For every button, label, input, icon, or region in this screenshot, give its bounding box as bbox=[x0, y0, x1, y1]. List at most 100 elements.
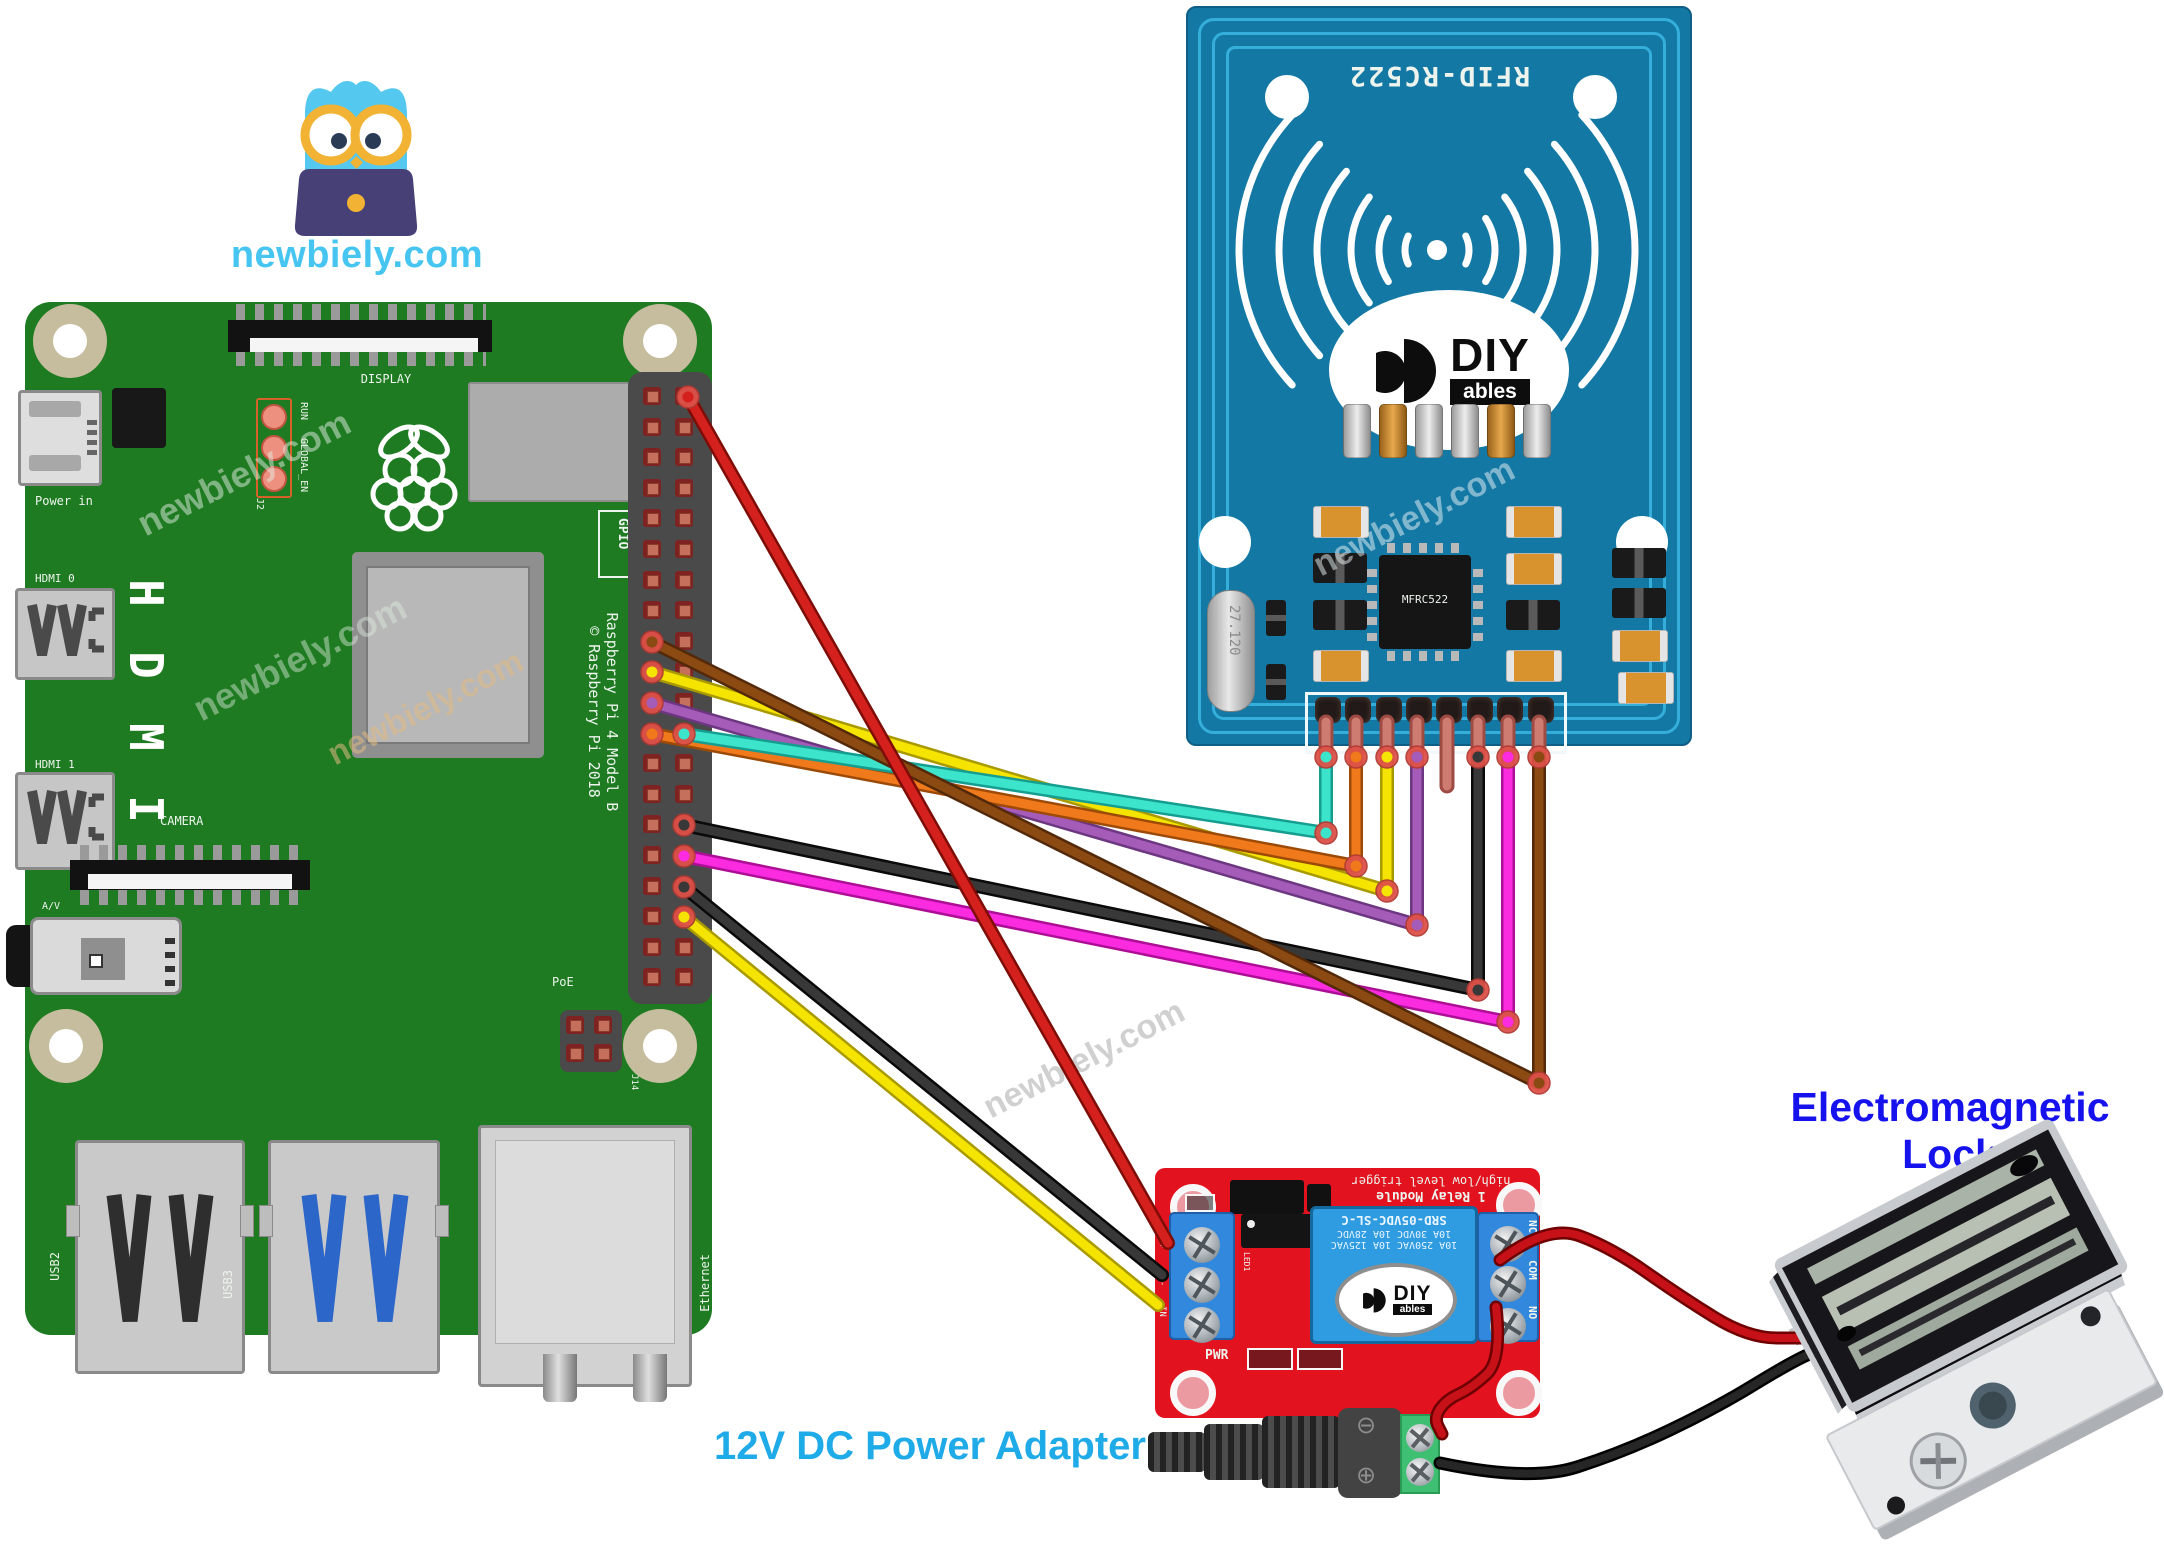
wire-black-relay bbox=[672, 875, 1169, 1282]
relay-title: 1 Relay Module high/low level trigger bbox=[1351, 1174, 1511, 1203]
rfid-pin bbox=[1406, 697, 1432, 723]
relay-cube: 10A 250VAC 10A 125VAC 10A 30VDC 10A 28VD… bbox=[1310, 1206, 1478, 1344]
hdmi-letter: D bbox=[118, 651, 173, 679]
run-label: RUN bbox=[298, 402, 309, 421]
gpio-pin bbox=[643, 601, 661, 620]
gpio-pin bbox=[643, 876, 661, 895]
smd-component bbox=[1313, 650, 1369, 682]
crystal-oscillator: 27.120 bbox=[1207, 590, 1255, 712]
av-label: A/V bbox=[42, 901, 61, 912]
gpio-pin bbox=[643, 478, 661, 497]
rfid-top-hole bbox=[1265, 75, 1309, 119]
wire-black-rfid bbox=[672, 745, 1490, 1002]
gpio-pin bbox=[675, 876, 693, 895]
rfid-bottom-hole bbox=[1199, 516, 1251, 568]
gpio-pin bbox=[643, 815, 661, 834]
smd-component bbox=[1185, 1194, 1215, 1212]
gpio-pin bbox=[643, 723, 661, 742]
display-connector-pins bbox=[236, 352, 486, 366]
power-in-port bbox=[18, 390, 102, 486]
lock-label: Electromagnetic Lock bbox=[1790, 1084, 2110, 1177]
usb3-label: USB3 bbox=[221, 1270, 235, 1299]
dc-minus-label: DC- bbox=[1157, 1270, 1167, 1287]
dc-plug-grip bbox=[1262, 1416, 1340, 1488]
mfrc522-label: MFRC522 bbox=[1401, 593, 1449, 606]
smd-component bbox=[1612, 588, 1666, 618]
relay-input-terminal bbox=[1169, 1212, 1235, 1343]
smd-component bbox=[1266, 664, 1286, 700]
gpio-pin bbox=[643, 937, 661, 956]
smd-component bbox=[1313, 553, 1367, 583]
gpio-pin bbox=[675, 601, 693, 620]
gpio-pin bbox=[675, 754, 693, 773]
pi-mount-hole bbox=[29, 1009, 103, 1083]
capacitor bbox=[1343, 404, 1371, 458]
smd-component bbox=[1266, 600, 1286, 636]
hdmi1-port bbox=[15, 772, 115, 870]
camera-connector-pins bbox=[80, 845, 300, 860]
ables-text: ables bbox=[1450, 378, 1530, 405]
gpio-pin bbox=[643, 662, 661, 681]
rfid-pin bbox=[1345, 697, 1371, 723]
gpio-pin bbox=[675, 693, 693, 711]
gpio-pin bbox=[643, 570, 661, 589]
hdmi0-port bbox=[15, 588, 115, 680]
gpio-pin bbox=[643, 784, 661, 803]
gpio-pin bbox=[675, 448, 693, 467]
rfid-pin bbox=[1436, 697, 1462, 723]
capacitor bbox=[1487, 404, 1515, 458]
gpio-pin bbox=[643, 693, 661, 711]
led1-label: LED1 bbox=[1242, 1252, 1251, 1272]
display-connector-pins bbox=[236, 304, 486, 320]
com-label: COM bbox=[1526, 1260, 1539, 1280]
wire-yellow-relay bbox=[672, 905, 1165, 1312]
gpio-pin bbox=[675, 417, 693, 436]
smd-component bbox=[1506, 600, 1560, 630]
gpio-pin bbox=[643, 907, 661, 926]
rfid-pin bbox=[1497, 697, 1523, 723]
wire-orange bbox=[640, 722, 1368, 878]
diyables-glyph bbox=[1376, 339, 1437, 403]
owl-logo bbox=[294, 80, 418, 236]
usb3-port bbox=[259, 1140, 449, 1374]
nc-label: NC bbox=[1526, 1220, 1539, 1234]
hdmi-letter: H bbox=[118, 579, 173, 607]
camera-label: CAMERA bbox=[160, 814, 204, 828]
relay-ratings: 10A 250VAC 10A 125VAC 10A 30VDC 10A 28VD… bbox=[1330, 1213, 1458, 1250]
dc-plug-neck bbox=[1204, 1424, 1264, 1480]
camera-connector-latch bbox=[88, 874, 292, 889]
gpio-pin bbox=[675, 631, 693, 650]
gpio-pin bbox=[643, 448, 661, 467]
pi-mount-hole bbox=[33, 304, 107, 378]
gpio-pin bbox=[675, 570, 693, 589]
capacitor bbox=[1415, 404, 1443, 458]
gpio-pin bbox=[675, 662, 693, 681]
mfrc522-chip: MFRC522 bbox=[1367, 543, 1483, 661]
optocoupler-chip bbox=[1241, 1214, 1313, 1248]
j2-label: J2 bbox=[254, 498, 265, 511]
raspberry-pi-board: DISPLAY Power in RUN GLOBAL_EN J2 GPIO R… bbox=[6, 302, 712, 1402]
ethernet-label: Ethernet bbox=[698, 1254, 712, 1312]
rfid-top-hole bbox=[1573, 75, 1617, 119]
poe-label: PoE bbox=[552, 975, 574, 989]
smd-component bbox=[1297, 1348, 1343, 1370]
adapter-label: 12V DC Power Adapter bbox=[714, 1424, 1146, 1468]
smd-component bbox=[1506, 650, 1562, 682]
gpio-pin bbox=[643, 540, 661, 558]
no-label: NO bbox=[1526, 1306, 1539, 1320]
pwr-label: PWR bbox=[1205, 1348, 1229, 1363]
header-pin bbox=[566, 1044, 584, 1062]
pmic-chip bbox=[112, 388, 166, 448]
header-pin bbox=[594, 1044, 612, 1062]
capacitor bbox=[1451, 404, 1479, 458]
smd-component bbox=[1612, 630, 1668, 662]
rfid-pin bbox=[1376, 697, 1402, 723]
polarity-plus: ⊕ bbox=[1356, 1462, 1377, 1489]
gpio-pin bbox=[643, 387, 661, 405]
display-connector-latch bbox=[250, 338, 478, 352]
power-in-label: Power in bbox=[35, 494, 93, 508]
gpio-pin bbox=[675, 723, 693, 742]
smd-component bbox=[1506, 553, 1562, 585]
pwr-led bbox=[1247, 1348, 1293, 1370]
